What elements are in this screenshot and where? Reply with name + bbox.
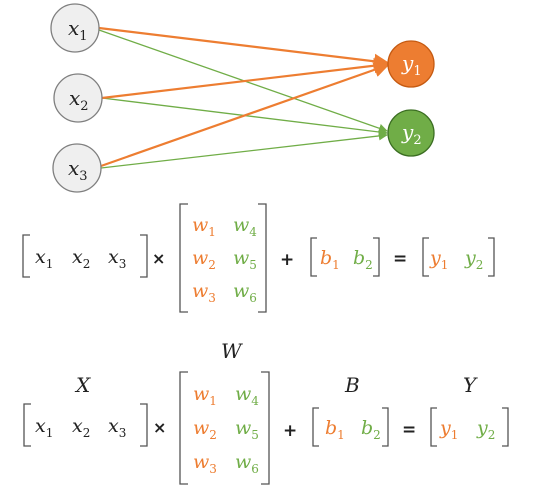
equals-operator: = [393,249,407,269]
y-row-vector: y1 y2 [422,237,495,277]
b-row-vector-labeled: b1 b2 [312,407,389,447]
input-node-x1: x1 [50,3,100,53]
w6-entry: w6 [235,451,259,476]
w5-entry: w5 [235,417,259,442]
w2-entry: w2 [192,247,216,272]
equals-operator: = [402,420,416,440]
node-label: y2 [401,120,422,148]
network-nodes: x1 x2 x3 y1 y2 [50,3,435,193]
x1-entry: x1 [35,246,53,271]
network-edges [98,26,390,169]
label-B: B [344,373,360,397]
input-node-x2: x2 [53,73,103,123]
times-operator: × [152,249,165,268]
b2-entry: b2 [361,417,381,442]
b2-entry: b2 [353,247,373,272]
x-row-vector: x1 x2 x3 [22,234,148,278]
input-node-x3: x3 [52,143,102,193]
node-label: y1 [401,51,422,79]
label-Y: Y [463,373,478,397]
b-row-vector: b1 b2 [310,237,380,277]
x3-entry: x3 [108,246,126,271]
w-matrix-labeled: w1 w4 w2 w5 w3 w6 [179,371,270,485]
output-node-y2: y2 [387,109,435,157]
w3-entry: w3 [192,280,216,305]
x2-entry: x2 [72,246,90,271]
y2-entry: y2 [476,417,495,442]
w3-entry: w3 [193,451,217,476]
equation-2: W X B Y x1 x2 x3 × w1 w4 w2 w5 w3 w6 + [23,339,509,485]
x1-entry: x1 [35,415,53,440]
label-X: X [74,373,91,397]
label-W: W [221,339,243,363]
w4-entry: w4 [233,214,257,239]
plus-operator: + [280,250,294,270]
equation-1: x1 x2 x3 × w1 w4 w2 w5 w3 w6 + b1 b2 = [22,203,495,313]
edge-x2-y1 [101,57,390,100]
x3-entry: x3 [108,415,126,440]
edge-x3-y2 [100,131,388,169]
y2-entry: y2 [464,247,483,272]
node-label: x3 [68,156,88,184]
w6-entry: w6 [233,280,257,305]
w1-entry: w1 [192,214,216,239]
y1-entry: y1 [439,417,458,442]
w1-entry: w1 [193,383,217,408]
w-matrix: w1 w4 w2 w5 w3 w6 [179,203,267,313]
times-operator: × [153,418,166,437]
b1-entry: b1 [325,417,345,442]
w5-entry: w5 [233,247,257,272]
node-label: x2 [69,86,89,114]
y-row-vector-labeled: y1 y2 [430,407,509,447]
edge-x1-y1 [98,26,390,69]
plus-operator: + [283,421,297,441]
x2-entry: x2 [72,415,90,440]
x-row-vector-labeled: x1 x2 x3 [23,403,148,447]
edge-x3-y1 [100,62,390,168]
y1-entry: y1 [429,247,448,272]
output-node-y1: y1 [387,40,435,88]
node-label: x1 [68,16,88,44]
w2-entry: w2 [193,417,217,442]
w4-entry: w4 [235,383,259,408]
b1-entry: b1 [320,247,340,272]
